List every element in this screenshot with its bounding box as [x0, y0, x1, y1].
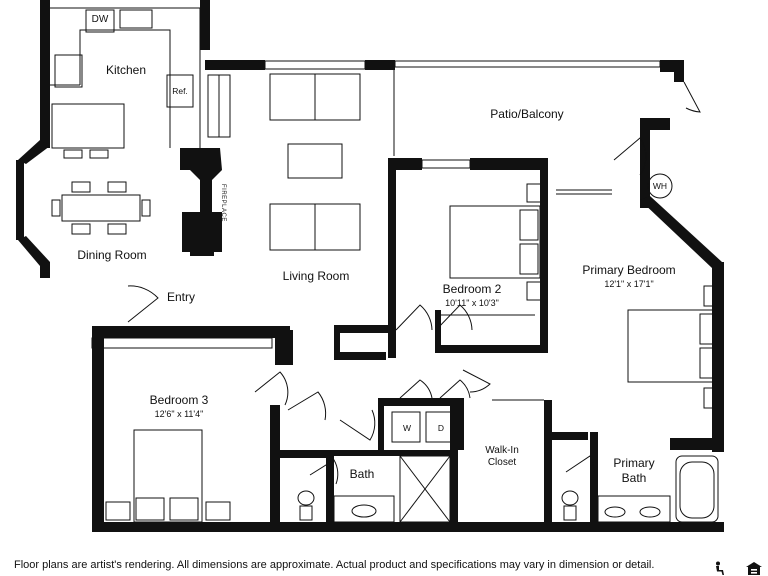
dining-set: [51, 181, 151, 235]
bedroom-furniture: [105, 183, 719, 523]
room-label-primary-bedroom: Primary Bedroom: [582, 263, 676, 277]
bath-fixtures: [297, 173, 719, 523]
fixture-label-water-heater: WH: [652, 181, 668, 191]
room-dimension-bedroom2: 10'11" x 10'3": [445, 298, 499, 308]
door-swings: [127, 70, 701, 485]
fixture-label-refrigerator: Ref.: [172, 86, 188, 96]
living-furniture: [269, 73, 361, 251]
room-label-kitchen: Kitchen: [105, 63, 147, 77]
floor-plan-disclaimer: Floor plans are artist's rendering. All …: [14, 559, 655, 571]
room-label-primary-bath-line1: Primary: [613, 456, 655, 470]
room-label-bedroom3: Bedroom 3: [149, 393, 209, 407]
kitchen-counters: [50, 7, 201, 159]
accessibility-icon: [716, 561, 724, 575]
fixture-label-dishwasher: DW: [91, 14, 109, 25]
fixture-label-fireplace: FIREPLACE: [220, 184, 226, 222]
room-label-dining-room: Dining Room: [77, 248, 147, 262]
room-label-bath: Bath: [349, 467, 375, 481]
room-label-walk-in-closet-line2: Closet: [487, 457, 517, 468]
fixture-label-dryer: D: [437, 423, 445, 433]
room-dimension-bedroom3: 12'6" x 11'4": [154, 409, 204, 419]
room-label-walk-in-closet-line1: Walk-In: [485, 445, 519, 456]
room-dimension-primary-bedroom: 12'1" x 17'1": [604, 279, 654, 289]
room-label-bedroom2: Bedroom 2: [442, 282, 502, 296]
equal-housing-icon: [746, 562, 762, 575]
windows: [91, 60, 661, 471]
room-label-patio-balcony: Patio/Balcony: [490, 107, 564, 121]
fixture-label-washer: W: [402, 423, 412, 433]
room-label-entry: Entry: [166, 290, 196, 304]
room-label-primary-bath-line2: Bath: [621, 471, 647, 485]
exterior-walls: [16, 0, 724, 532]
room-label-living-room: Living Room: [282, 269, 350, 283]
accessibility-logos: [716, 561, 762, 575]
